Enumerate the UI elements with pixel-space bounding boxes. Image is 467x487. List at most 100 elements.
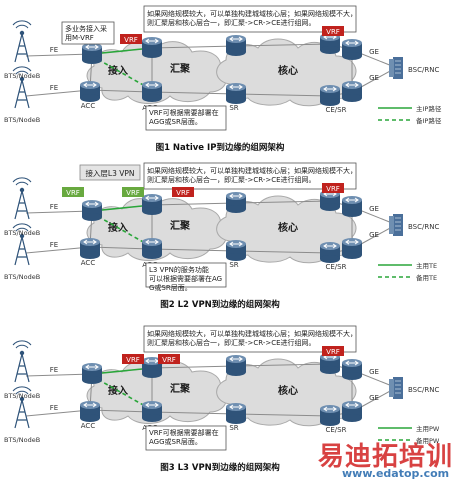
cloud-access-aggregation — [86, 198, 227, 261]
link-8 — [235, 250, 331, 254]
router-icon — [141, 193, 163, 216]
link-fe-bottom — [25, 409, 91, 417]
vrf-tag-2: VRF — [322, 26, 344, 36]
router-icon — [141, 400, 163, 423]
vrf-tag-1-box — [120, 34, 142, 44]
vrf-tag-3: VRF — [172, 187, 194, 197]
vrf-tag-1-label: VRF — [124, 36, 138, 44]
router-icon — [319, 189, 341, 212]
link-label-fe-top: FE — [50, 366, 58, 374]
zone-core-label: 核心 — [278, 384, 298, 397]
link-6 — [151, 91, 237, 95]
link-8 — [235, 93, 331, 97]
router-icon — [141, 36, 163, 59]
vrf-tag-2-box — [122, 187, 144, 197]
router-icon — [79, 237, 101, 260]
link-fe-bottom — [25, 89, 91, 97]
bottom-callout-box — [145, 262, 227, 288]
left-callout-box — [61, 21, 115, 45]
node-label-bts-bottom: BTS/NodeB — [4, 273, 40, 281]
node-label-bsc-rnc: BSC/RNC — [408, 66, 439, 74]
vrf-tag-3: VRF — [322, 346, 344, 356]
link-fe-top — [25, 53, 93, 57]
node-label-bsc-rnc: BSC/RNC — [408, 386, 439, 394]
link-label-ge-bottom: GE — [369, 231, 379, 239]
link-label-ge-bottom: GE — [369, 394, 379, 402]
vrf-tag-1: VRF — [122, 354, 144, 364]
bsc-rnc-icon — [388, 56, 404, 80]
vrf-tag-3-box — [172, 187, 194, 197]
router-icon — [79, 80, 101, 103]
node-label-bts-bottom: BTS/NodeB — [4, 116, 40, 124]
legend-primary-label: 主用TE — [416, 261, 437, 270]
figure-2: 接入汇聚核心BTS/NodeBBTS/NodeBACCAGGSRCE/SRBSC… — [4, 162, 439, 310]
link-3 — [89, 409, 153, 413]
link-label-fe-top: FE — [50, 203, 58, 211]
bottom-callout-box — [145, 105, 227, 131]
router-icon — [225, 402, 247, 425]
router-icon — [141, 237, 163, 260]
link-fe-bottom — [25, 246, 91, 254]
vrf-tag-4-label: VRF — [326, 185, 340, 193]
backup-path — [91, 375, 153, 411]
bsc-rnc-icon — [388, 213, 404, 237]
router-icon — [319, 84, 341, 107]
node-label-acc: ACC — [81, 422, 96, 430]
top-callout-text: 如果网络规模较大，可以单独构建城域核心层；如果网络规模不大，则汇聚层和核心层合一… — [147, 9, 357, 27]
zone-aggregation-label: 汇聚 — [170, 62, 191, 75]
legend-backup-label: 备IP路径 — [416, 116, 442, 125]
node-label-sr: SR — [229, 104, 238, 112]
node-label-ce-sr: CE/SR — [326, 263, 347, 271]
zone-core-label: 核心 — [278, 221, 298, 234]
vrf-tag-2-box — [322, 26, 344, 36]
link-7 — [235, 43, 331, 47]
link-label-ge-bottom: GE — [369, 74, 379, 82]
router-icon — [225, 354, 247, 377]
zone-aggregation-label: 汇聚 — [170, 219, 191, 232]
router-icon — [141, 80, 163, 103]
watermark-brand: 易迪拓培训 — [318, 442, 454, 472]
node-label-acc: ACC — [81, 102, 96, 110]
vrf-tag-2-label: VRF — [162, 356, 176, 364]
zone-aggregation-label: 汇聚 — [170, 382, 191, 395]
left-callout: 接入层L3 VPN — [79, 164, 141, 181]
vrf-tag-1-box — [62, 187, 84, 197]
router-icon — [341, 400, 363, 423]
link-5 — [151, 365, 237, 369]
node-label-sr: SR — [229, 261, 238, 269]
router-icon — [319, 241, 341, 264]
vrf-tag-1: VRF — [120, 34, 142, 44]
node-label-bts-top: BTS/NodeB — [4, 229, 40, 237]
legend-backup-label: 备用PW — [416, 436, 440, 445]
link-label-ge-top: GE — [369, 205, 379, 213]
left-callout: 多业务接入采用M-VRF — [61, 21, 115, 45]
left-callout-box — [79, 164, 141, 181]
top-callout: 如果网络规模较大，可以单独构建城域核心层；如果网络规模不大，则汇聚层和核心层合一… — [143, 325, 357, 353]
node-label-bsc-rnc: BSC/RNC — [408, 223, 439, 231]
vrf-tag-2-box — [158, 354, 180, 364]
link-3 — [89, 246, 153, 250]
router-icon — [341, 237, 363, 260]
node-label-acc: ACC — [81, 259, 96, 267]
router-icon — [81, 362, 103, 385]
router-icon — [225, 191, 247, 214]
router-icon — [341, 80, 363, 103]
router-icon — [225, 239, 247, 262]
cloud-access-aggregation — [86, 361, 227, 424]
router-icon — [341, 195, 363, 218]
node-label-bts-top: BTS/NodeB — [4, 392, 40, 400]
link-7 — [235, 363, 331, 367]
node-label-bts-top: BTS/NodeB — [4, 72, 40, 80]
router-icon — [341, 38, 363, 61]
node-label-bts-bottom: BTS/NodeB — [4, 436, 40, 444]
link-label-ge-top: GE — [369, 368, 379, 376]
router-icon — [341, 358, 363, 381]
watermark-url: www.edatop.com — [342, 467, 450, 480]
link-fe-top — [25, 210, 93, 214]
link-5 — [151, 45, 237, 49]
link-fe-top — [25, 373, 93, 377]
link-7 — [235, 200, 331, 204]
